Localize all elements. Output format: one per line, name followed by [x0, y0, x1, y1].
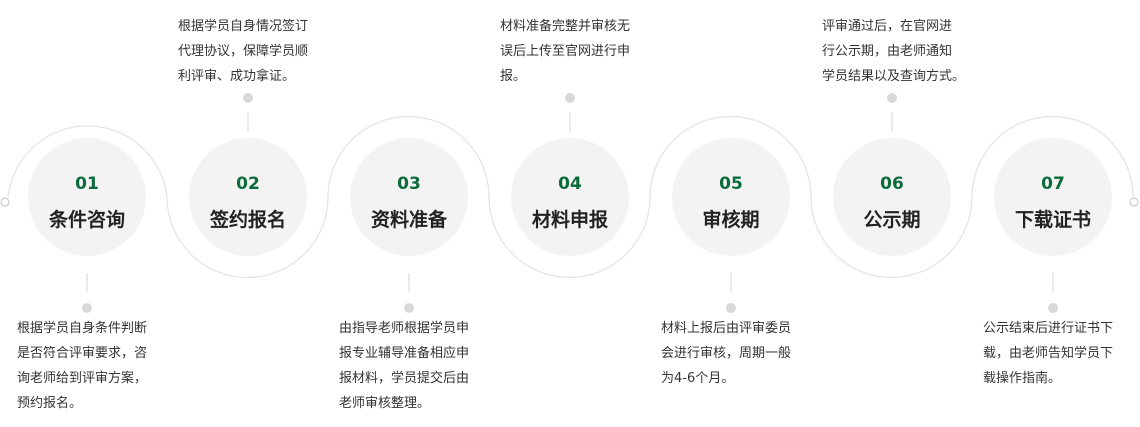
step-title-04: 材料申报	[531, 209, 608, 231]
description-line: 是否符合评审要求，咨	[17, 346, 148, 361]
step-circles	[28, 138, 1112, 256]
description-line: 利评审、成功拿证。	[178, 69, 296, 84]
description-line: 老师审核整理。	[339, 396, 431, 411]
description-line: 根据学员自身条件判断	[17, 321, 148, 336]
description-line: 材料准备完整并审核无	[500, 19, 631, 34]
description-line: 根据学员自身情况签订	[178, 19, 309, 34]
description-line: 行公示期，由老师通知	[822, 44, 953, 59]
connector-dot	[887, 93, 897, 103]
description-line: 载，由老师告知学员下	[983, 346, 1114, 361]
connector-dot	[565, 93, 575, 103]
connector-dot	[1048, 303, 1058, 313]
step-description-05: 材料上报后由评审委员 会进行审核，周期一般 为4-6个月。	[661, 316, 791, 391]
step-circle-04	[511, 138, 629, 256]
step-connectors	[82, 93, 1058, 313]
description-line: 载操作指南。	[983, 371, 1062, 386]
description-line: 报专业辅导准备相应申	[339, 346, 470, 361]
description-line: 由指导老师根据学员申	[339, 321, 470, 336]
step-description-06: 评审通过后，在官网进 行公示期，由老师通知 学员结果以及查询方式。	[822, 14, 965, 89]
connector-dot	[243, 93, 253, 103]
step-title-05: 审核期	[702, 209, 760, 231]
step-circle-01	[28, 138, 146, 256]
step-circle-03	[350, 138, 468, 256]
step-description-01: 根据学员自身条件判断 是否符合评审要求，咨 询老师给到评审方案， 预约报名。	[17, 316, 147, 416]
step-circle-05	[672, 138, 790, 256]
step-description-04: 材料准备完整并审核无 误后上传至官网进行申 报。	[500, 14, 630, 89]
step-number-06: 06	[880, 174, 904, 194]
description-line: 材料上报后由评审委员	[661, 321, 792, 336]
connector-dot	[82, 303, 92, 313]
step-title-01: 条件咨询	[48, 209, 125, 231]
wave-line	[7, 115, 1134, 279]
connector-dot	[404, 303, 414, 313]
description-line: 为4-6个月。	[661, 371, 735, 386]
wave-start-dot	[0, 197, 10, 207]
description-line: 询老师给到评审方案，	[17, 371, 148, 386]
step-title-07: 下载证书	[1014, 209, 1091, 231]
description-line: 预约报名。	[17, 396, 83, 411]
description-line: 误后上传至官网进行申	[500, 44, 631, 59]
step-title-03: 资料准备	[370, 209, 447, 231]
step-description-07: 公示结束后进行证书下 载，由老师告知学员下 载操作指南。	[983, 316, 1113, 391]
step-circle-06	[833, 138, 951, 256]
description-line: 学员结果以及查询方式。	[822, 69, 966, 84]
description-line: 报材料，学员提交后由	[339, 371, 470, 386]
description-line: 评审通过后，在官网进	[822, 19, 953, 34]
step-description-02: 根据学员自身情况签订 代理协议，保障学员顺 利评审、成功拿证。	[178, 14, 308, 89]
step-number-07: 07	[1041, 174, 1065, 194]
description-line: 报。	[500, 69, 527, 84]
wave-connector	[0, 115, 1139, 279]
description-line: 代理协议，保障学员顺	[178, 44, 309, 59]
step-title-06: 公示期	[863, 209, 921, 231]
description-line: 会进行审核，周期一般	[661, 346, 792, 361]
step-description-03: 由指导老师根据学员申 报专业辅导准备相应申 报材料，学员提交后由 老师审核整理。	[339, 316, 469, 416]
step-number-02: 02	[236, 174, 260, 194]
step-circle-02	[189, 138, 307, 256]
step-number-03: 03	[397, 174, 421, 194]
description-line: 公示结束后进行证书下	[983, 321, 1114, 336]
step-number-04: 04	[558, 174, 582, 194]
step-circle-07	[994, 138, 1112, 256]
connector-dot	[726, 303, 736, 313]
step-number-05: 05	[719, 174, 743, 194]
step-title-02: 签约报名	[209, 209, 286, 231]
wave-end-dot	[1129, 197, 1139, 207]
step-number-01: 01	[75, 174, 99, 194]
